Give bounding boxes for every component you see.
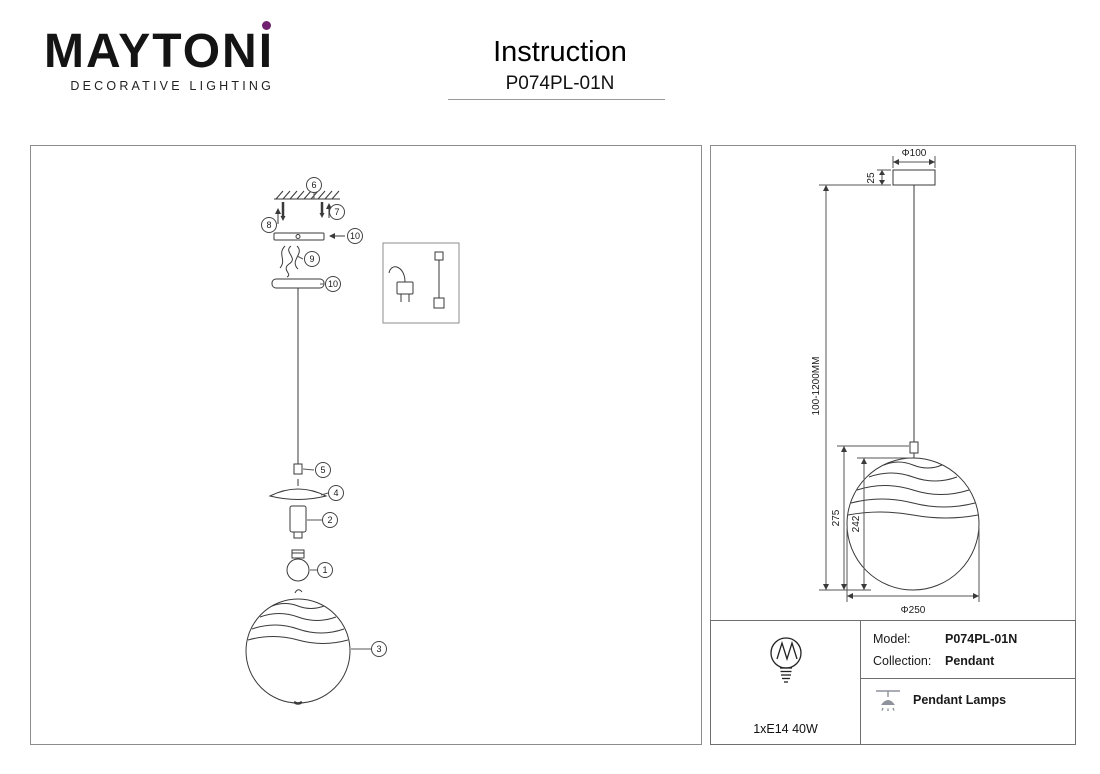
- title-underline: [448, 99, 665, 100]
- svg-text:5: 5: [320, 465, 325, 475]
- dim-canopy-height: 25: [866, 169, 891, 186]
- lamp-socket: [289, 505, 307, 539]
- supply-wires: [279, 245, 300, 278]
- collection-label: Collection:: [873, 653, 932, 668]
- svg-text:10: 10: [350, 231, 360, 241]
- shade-holder: [268, 479, 328, 500]
- brand-logo: MAYTONI DECORATIVE LIGHTING: [44, 21, 275, 93]
- collection-row: Collection: Pendant: [873, 651, 1063, 673]
- part-label-10-top: 10: [347, 228, 363, 244]
- leader-lines: [296, 192, 371, 650]
- bulb-icon: [769, 637, 802, 683]
- part-label-1: 1: [317, 562, 333, 578]
- part-label-7: 7: [329, 204, 345, 220]
- brand-text: MAYTONI: [44, 25, 275, 78]
- ceiling-canopy: [271, 278, 325, 292]
- assembly-panel: 6 7 8 10 9 10 5 4 2 1: [30, 145, 702, 745]
- svg-text:1: 1: [322, 565, 327, 575]
- svg-text:242: 242: [851, 515, 862, 532]
- bulb-spec-text: 1xE14 40W: [753, 722, 818, 736]
- dim-height-shade: 242: [851, 457, 911, 590]
- part-label-10-canopy: 10: [325, 276, 341, 292]
- svg-text:2: 2: [327, 515, 332, 525]
- title-block: Instruction P074PL-01N: [430, 36, 690, 95]
- model-row: Model: P074PL-01N: [873, 629, 1063, 651]
- dim-suspension-length: 100-1200MM: [811, 184, 891, 591]
- wall-anchor-right: [319, 202, 325, 218]
- cable-stop: [293, 463, 303, 475]
- brand-tagline: DECORATIVE LIGHTING: [70, 79, 275, 93]
- model-label: Model:: [873, 632, 911, 646]
- svg-text:3: 3: [376, 644, 381, 654]
- category-row: Pendant Lamps: [873, 688, 1063, 712]
- part-label-2: 2: [322, 512, 338, 528]
- info-divider: [861, 677, 1075, 679]
- pendant-lamp-icon: [876, 690, 900, 711]
- model-number: P074PL-01N: [505, 73, 615, 94]
- svg-text:8: 8: [266, 220, 271, 230]
- dim-cable-stop: [909, 441, 919, 454]
- svg-text:275: 275: [831, 509, 842, 526]
- part-label-6: 6: [306, 177, 322, 193]
- dimension-drawing: Φ100 25 100-1200MM: [811, 148, 980, 616]
- mounting-bracket: [273, 232, 325, 241]
- collection-value: Pendant: [945, 653, 995, 668]
- arrow-left-icon: [329, 233, 345, 239]
- model-value: P074PL-01N: [945, 632, 1018, 646]
- svg-text:9: 9: [309, 254, 314, 264]
- svg-text:100-1200MM: 100-1200MM: [811, 357, 822, 416]
- part-labels: 6 7 8 10 9 10 5 4 2 1: [261, 177, 387, 657]
- bulb-spec-cell: 1xE14 40W: [711, 621, 861, 744]
- dimensions-panel: Φ100 25 100-1200MM: [710, 145, 1076, 621]
- dim-glass-shade: [846, 457, 980, 591]
- svg-text:25: 25: [866, 172, 877, 184]
- part-label-9: 9: [304, 251, 320, 267]
- dim-shade-diameter: Φ250: [846, 528, 980, 616]
- svg-text:Φ100: Φ100: [902, 148, 927, 159]
- dim-height-total: 275: [831, 445, 909, 590]
- product-info-cell: Model: P074PL-01N Collection: Pendant Pe…: [861, 621, 1075, 744]
- assembly-diagram: 6 7 8 10 9 10 5 4 2 1: [245, 177, 460, 705]
- part-label-4: 4: [328, 485, 344, 501]
- brand-wordmark: MAYTONI: [44, 21, 275, 78]
- shade-hook: [294, 589, 303, 594]
- glass-shade: [245, 598, 351, 705]
- inset-detail-box: [382, 242, 460, 324]
- wall-anchor-left: [280, 202, 286, 221]
- category-label: Pendant Lamps: [913, 692, 1007, 707]
- part-label-3: 3: [371, 641, 387, 657]
- product-info-table: 1xE14 40W Model: P074PL-01N Collection: …: [710, 620, 1076, 745]
- svg-text:6: 6: [311, 180, 316, 190]
- part-label-8: 8: [261, 217, 277, 233]
- ceiling-hatch: [274, 190, 340, 200]
- svg-text:Φ250: Φ250: [901, 605, 926, 616]
- dim-canopy-diameter: Φ100: [892, 148, 936, 168]
- svg-text:4: 4: [333, 488, 338, 498]
- svg-text:7: 7: [334, 207, 339, 217]
- dim-canopy: [892, 169, 936, 186]
- bulb: [286, 549, 310, 582]
- svg-text:10: 10: [328, 279, 338, 289]
- part-label-5: 5: [315, 462, 331, 478]
- page-title: Instruction: [493, 36, 627, 68]
- logo-dot-icon: [262, 21, 272, 30]
